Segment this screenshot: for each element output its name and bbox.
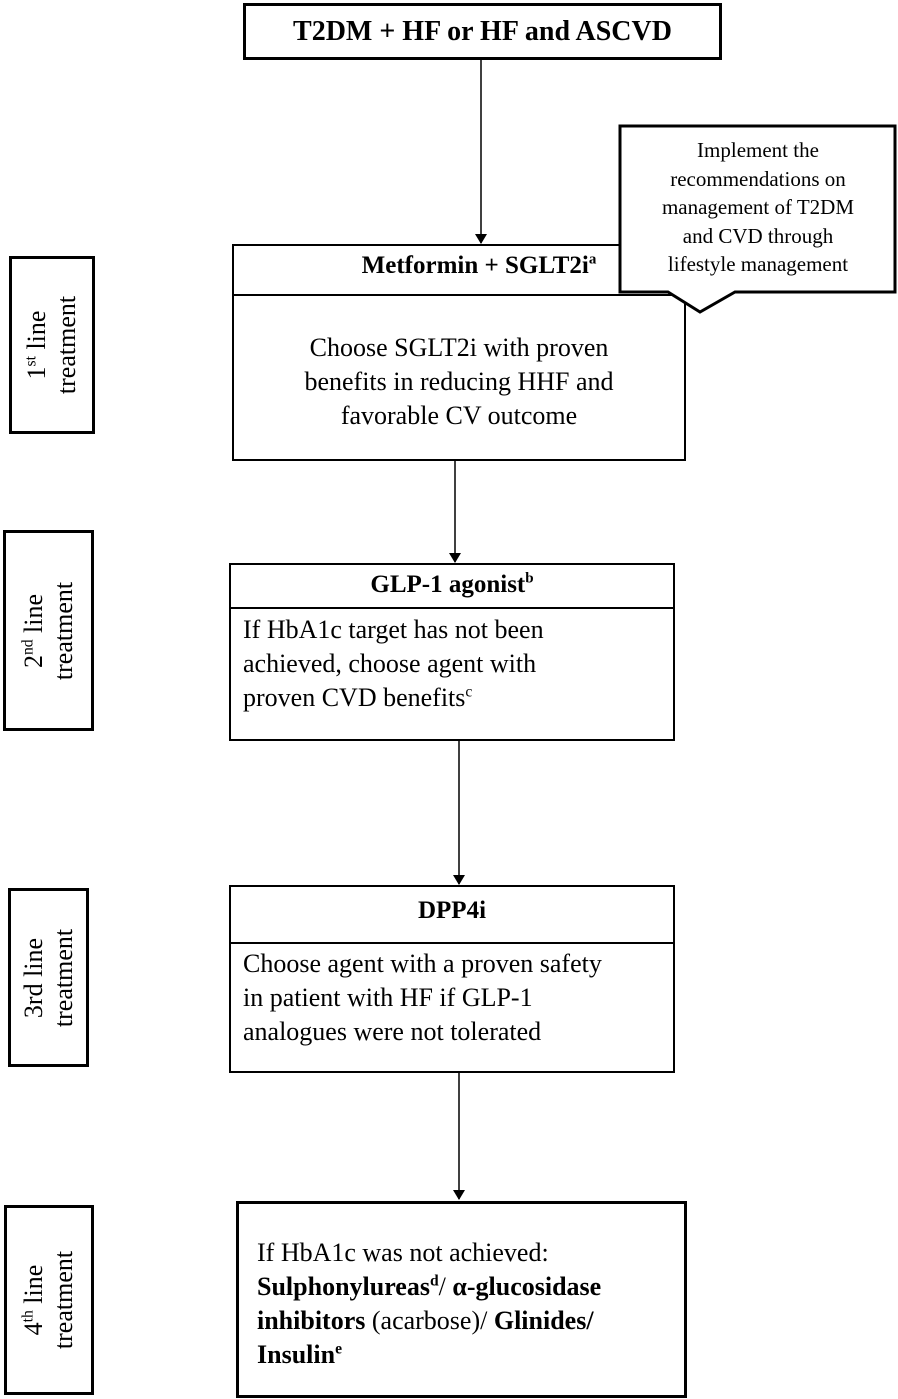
step4-box: If HbA1c was not achieved: Sulphonylurea… [236, 1201, 687, 1398]
start-label: T2DM + HF or HF and ASCVD [293, 16, 672, 47]
step4-body: If HbA1c was not achieved: Sulphonylurea… [257, 1238, 602, 1369]
step1-header: Metformin + SGLT2ia [234, 246, 684, 296]
step2-header: GLP-1 agonistb [231, 565, 673, 609]
start-box: T2DM + HF or HF and ASCVD [243, 3, 722, 60]
step3-header: DPP4i [231, 887, 673, 944]
step2-box: GLP-1 agonistb If HbA1c target has not b… [229, 563, 675, 741]
step1-box: Metformin + SGLT2ia Choose SGLT2i with p… [232, 244, 686, 461]
